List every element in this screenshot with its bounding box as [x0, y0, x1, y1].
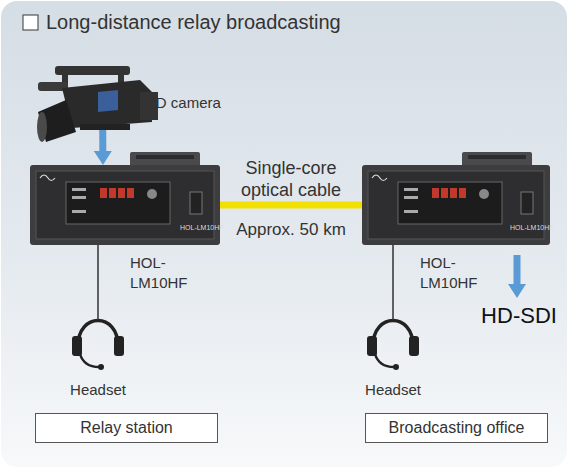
model-plate: HOL-LM10HF — [510, 223, 554, 232]
headset-ear-pad — [114, 336, 124, 356]
headset-label: Headset — [343, 380, 443, 400]
device-logo — [372, 175, 387, 181]
transceiver-node: HOL-LM10HFHOL- LM10HF — [30, 165, 220, 245]
device-switch — [521, 192, 533, 214]
device-indicator — [404, 210, 418, 213]
diagram-title: Long-distance relay broadcasting — [46, 11, 341, 34]
device-indicator — [72, 210, 86, 213]
device-panel — [398, 182, 502, 224]
device-caption: HOL- LM10HF — [420, 253, 482, 292]
device-display — [441, 188, 448, 198]
device-top-unit — [130, 152, 200, 167]
camera-body — [62, 80, 152, 128]
device-panel — [66, 182, 170, 224]
headset-cord — [97, 245, 99, 320]
device-indicator — [72, 196, 86, 199]
headset-illustration — [367, 321, 419, 371]
headset-node: Headset — [72, 320, 124, 360]
camera-label: HD camera — [145, 93, 245, 113]
signal-arrow — [99, 130, 106, 157]
device-indicator — [404, 188, 418, 191]
optical-transceiver-illustration — [362, 152, 550, 245]
optical-transceiver-illustration — [30, 152, 220, 245]
camera-handle — [55, 66, 130, 75]
headset-mic-boom — [80, 354, 99, 367]
headset-illustration — [72, 321, 124, 371]
hd-camera-illustration — [37, 66, 158, 142]
device-display — [100, 188, 107, 198]
transceiver-node: HOL-LM10HFHOL- LM10HF — [362, 165, 550, 245]
title-checkbox — [23, 15, 38, 30]
distance-label: Approx. 50 km — [226, 220, 356, 240]
camera-lens — [38, 100, 76, 142]
headset-band — [373, 321, 413, 347]
headset-ear-pad — [367, 336, 377, 356]
device-logo — [40, 175, 55, 181]
headset-label: Headset — [48, 380, 148, 400]
location-label: Broadcasting office — [366, 414, 547, 442]
device-display — [432, 188, 439, 198]
device-body — [362, 165, 550, 245]
device-top-fin — [468, 155, 526, 159]
camera-lens-front — [37, 112, 47, 142]
camera-node: HD camera — [40, 58, 150, 130]
optical-cable — [220, 202, 362, 209]
headset-node: Headset — [367, 320, 419, 360]
device-display — [459, 188, 466, 198]
camera-viewfinder — [98, 90, 118, 112]
device-knob — [147, 189, 157, 199]
edge-label: Single-core optical cable — [221, 157, 361, 201]
device-display — [127, 188, 134, 198]
device-body — [30, 165, 220, 245]
device-display — [450, 188, 457, 198]
model-plate: HOL-LM10HF — [180, 223, 224, 232]
device-caption: HOL- LM10HF — [130, 253, 192, 292]
output-arrow — [514, 255, 521, 290]
headset-cord — [392, 245, 394, 320]
camera-shoulder-pad — [80, 124, 130, 130]
headset-mic — [98, 364, 104, 370]
device-display — [109, 188, 116, 198]
headset-mic — [393, 364, 399, 370]
device-indicator — [72, 188, 86, 191]
headset-band — [78, 321, 118, 347]
location-box: Broadcasting office — [365, 413, 548, 443]
device-display — [118, 188, 125, 198]
location-label: Relay station — [36, 414, 217, 442]
location-box: Relay station — [35, 413, 218, 443]
headset-ear-pad — [409, 336, 419, 356]
device-top-fin — [136, 155, 194, 159]
device-indicator — [404, 196, 418, 199]
device-switch — [190, 192, 202, 214]
output-signal-label: HD-SDI — [469, 303, 568, 329]
headset-ear-pad — [72, 336, 82, 356]
device-knob — [479, 189, 489, 199]
headset-mic-boom — [375, 354, 394, 367]
device-top-unit — [462, 152, 532, 167]
